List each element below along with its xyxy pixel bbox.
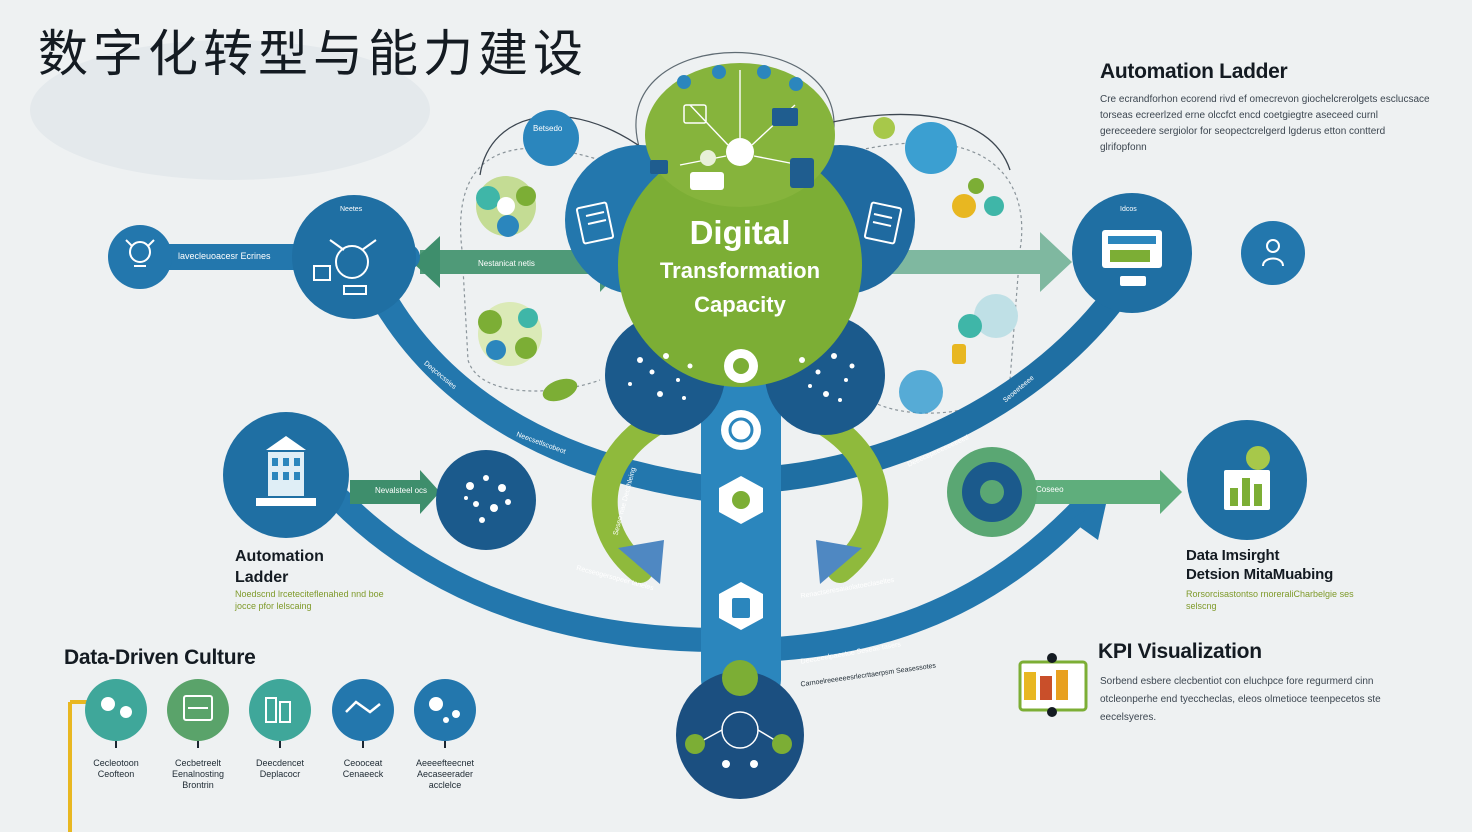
- building-icon: [256, 436, 316, 506]
- dashboard-screen-icon: [1102, 230, 1162, 286]
- bottom-circle-top-accent: [722, 660, 758, 696]
- right-lower-arm: [748, 488, 1102, 662]
- right-mid-arrow-label: Coseeo: [1036, 485, 1064, 494]
- green-right-inner-arm: [807, 407, 889, 583]
- ddc-item-network: [414, 679, 476, 748]
- automation-ladder-left-heading-line2: Ladder: [235, 569, 289, 586]
- automation-ladder-left-heading-line1: Automation: [235, 548, 324, 565]
- bar-chart-icon: [1224, 446, 1270, 510]
- ddc-caption-3: Deecdencet Deplacocr: [255, 758, 305, 779]
- bottom-circle: [676, 671, 804, 799]
- kpi-chart-icon: [1018, 653, 1088, 717]
- bottom-dot-2: [750, 760, 758, 768]
- ddc-caption-4: Ceooceat Cenaeeck: [342, 758, 384, 779]
- user-icon: [1262, 239, 1284, 267]
- target-node-core: [980, 480, 1004, 504]
- left-arrow-back: [412, 236, 440, 288]
- left-arrow-label: Nestanicat netis: [478, 259, 535, 268]
- left-lobe-document-icon: [575, 201, 615, 245]
- right-top-green-dot: [873, 117, 895, 139]
- left-node-inner-label: Neetes: [340, 206, 363, 213]
- right-top-bubble: [905, 122, 957, 174]
- left-lower-flower-cluster: [478, 302, 542, 366]
- right-lobe-document-icon: [863, 201, 903, 245]
- ddc-caption-1: Cecleotoon Ceofteon: [93, 758, 139, 779]
- right-lower-decor: [952, 294, 1018, 364]
- center-label-line3: Capacity: [694, 292, 786, 317]
- automation-ladder-description: Cre ecrandforhon ecorend rivd ef omecrev…: [1100, 94, 1430, 153]
- page-title: 数字化转型与能力建设: [38, 25, 588, 83]
- left-dashed-frame: [459, 147, 601, 392]
- center-hub: [618, 143, 862, 387]
- right-flower-cluster: [952, 178, 1004, 218]
- data-insight-heading-line1: Data Imsirght: [1186, 547, 1280, 564]
- bottom-circle-left-dot: [685, 734, 705, 754]
- right-arrow-from-center: [870, 232, 1072, 292]
- brain-icon: [313, 239, 377, 295]
- stem-node-1-inner: [728, 417, 754, 443]
- bottom-circle-right-dot: [772, 734, 792, 754]
- left-arrow-to-center: [420, 232, 628, 292]
- data-insight-description: Rorsorcisastontso rnoreraliCharbelgie se…: [1186, 589, 1354, 611]
- ddc-caption-2: Cecbetreelt Eenalnosting Brontrin: [171, 758, 225, 790]
- robot-icon: [125, 239, 155, 267]
- green-left-inner-arm: [591, 407, 673, 583]
- right-node-inner-label: Idcos: [1120, 206, 1137, 213]
- ddc-item-dashboard: [167, 679, 229, 748]
- cluster-arrow-label: Nevalsteel ocs: [375, 486, 428, 495]
- stem-node-2-dots: [732, 491, 750, 509]
- gear-icon: [724, 349, 758, 383]
- left-bar-label: lavecleuoacesr Ecrines: [178, 251, 271, 261]
- cluster-dots: [464, 475, 511, 523]
- center-top-node: [726, 138, 754, 166]
- stem-node-3-icon: [732, 598, 750, 618]
- right-mid-bubble: [899, 370, 943, 414]
- automation-ladder-left-description: Noedscnd lrceteciteflenahed nnd boe jocc…: [235, 589, 384, 611]
- right-thin-connector: [819, 113, 1011, 171]
- automation-ladder-heading: Automation Ladder: [1100, 60, 1288, 83]
- mid-right-arrow: [1030, 470, 1182, 514]
- left-lower-arm: [328, 488, 732, 652]
- data-insight-heading-line2: Detsion MitaMuabing: [1186, 566, 1334, 583]
- top-bubble: [523, 110, 579, 166]
- center-top-icons: [650, 65, 814, 190]
- right-lower-arm-arrowhead: [1070, 495, 1108, 540]
- data-driven-culture-heading: Data-Driven Culture: [64, 646, 256, 669]
- left-big-node: [292, 195, 416, 319]
- cluster-node: [436, 450, 536, 550]
- mid-left-arrow: [350, 470, 440, 514]
- background-blob: [30, 40, 430, 180]
- center-label-line1: Digital: [689, 214, 791, 251]
- leaf-decor: [542, 378, 578, 402]
- ddc-caption-5: Aeeeefteecnet Aecaseerader acclelce: [415, 758, 475, 790]
- ddc-item-team: [85, 679, 147, 748]
- stem-node-1: [721, 410, 761, 450]
- green-right-arrowhead: [816, 540, 862, 584]
- kpi-visualization-heading: KPI Visualization: [1098, 640, 1262, 663]
- bottom-lobe-dot-patterns: [628, 353, 855, 402]
- bottom-dot-1: [722, 760, 730, 768]
- kpi-visualization-description: Sorbend esbere clecbentiot con eluchpce …: [1100, 676, 1381, 723]
- ddc-item-building: [249, 679, 311, 748]
- green-left-arrowhead: [618, 540, 664, 584]
- top-connector-loop: [635, 51, 835, 151]
- center-label-line2: Transformation: [659, 258, 821, 283]
- left-small-node: [108, 225, 172, 289]
- right-upper-arm: [747, 277, 1133, 493]
- left-flower-cluster: [476, 176, 536, 237]
- ddc-item-handshake: [332, 679, 394, 748]
- top-bubble-label: Betsedo: [533, 124, 563, 133]
